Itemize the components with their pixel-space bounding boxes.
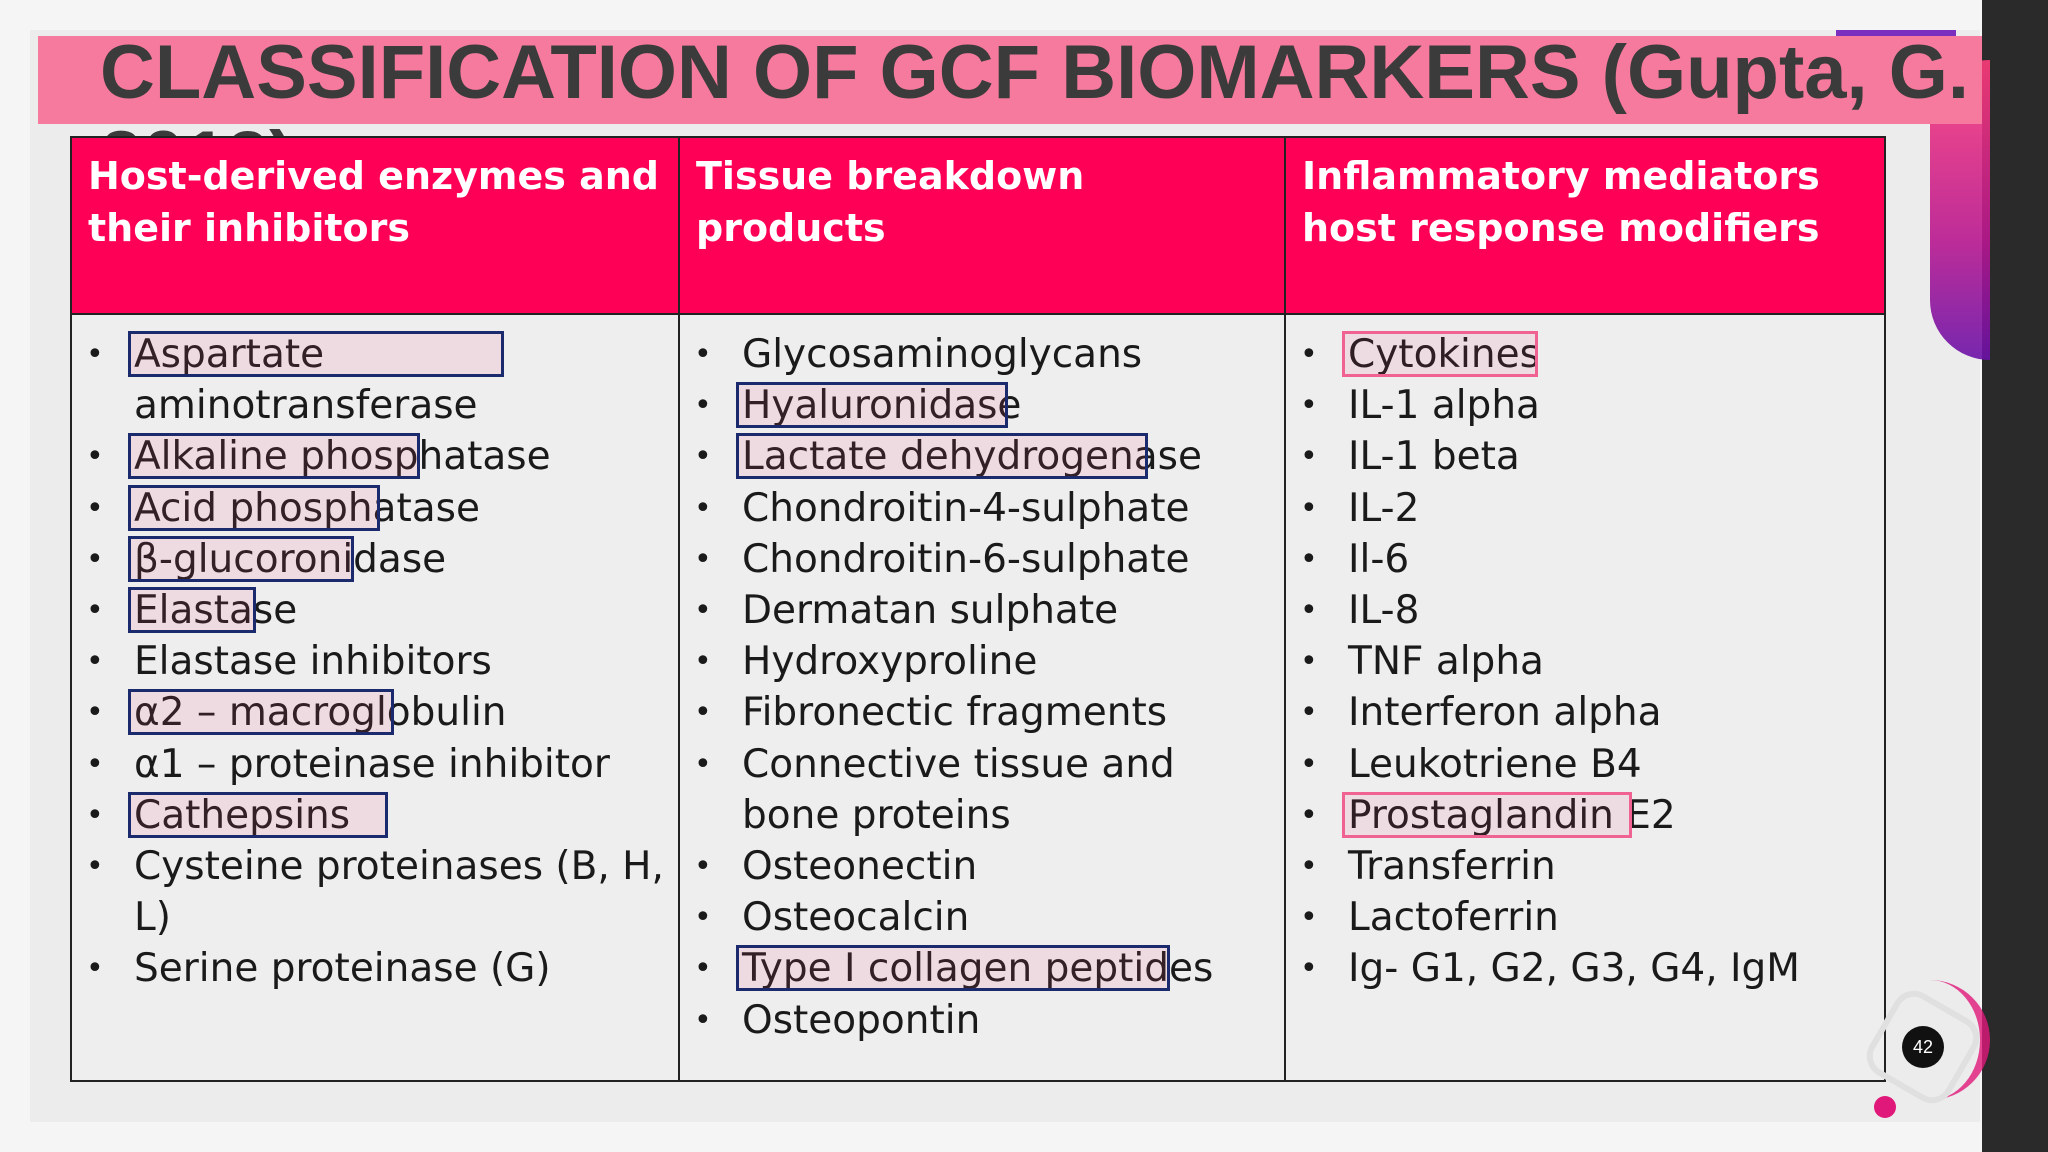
decorative-swirl	[1900, 980, 1990, 1100]
list-item: Osteocalcin	[680, 892, 1284, 943]
list-item: Osteopontin	[680, 995, 1284, 1046]
list-item: Elastase inhibitors	[72, 636, 678, 687]
column-tissue-breakdown: Tissue breakdown products Glycosaminogly…	[678, 138, 1284, 1080]
list-item: Alkaline phosphatase	[72, 431, 678, 482]
list-item: Lactate dehydrogenase	[680, 431, 1284, 482]
list-item: Osteonectin	[680, 841, 1284, 892]
item-list: Aspartate aminotransferase Alkaline phos…	[72, 315, 678, 995]
list-item: β-glucoronidase	[72, 534, 678, 585]
list-item: IL-2	[1286, 483, 1884, 534]
list-item: Hyaluronidase	[680, 380, 1284, 431]
list-item: Cathepsins	[72, 790, 678, 841]
list-item: Elastase	[72, 585, 678, 636]
list-item: Type I collagen peptides	[680, 943, 1284, 994]
list-item: IL-1 alpha	[1286, 380, 1884, 431]
column-host-enzymes: Host-derived enzymes and their inhibitor…	[72, 138, 678, 1080]
list-item: α1 – proteinase inhibitor	[72, 739, 678, 790]
list-item: α2 – macroglobulin	[72, 687, 678, 738]
list-item: Lactoferrin	[1286, 892, 1884, 943]
biomarker-table: Host-derived enzymes and their inhibitor…	[70, 136, 1886, 1082]
list-item: Dermatan sulphate	[680, 585, 1284, 636]
list-item: Chondroitin-4-sulphate	[680, 483, 1284, 534]
decorative-strip	[1836, 30, 1956, 38]
list-item: Chondroitin-6-sulphate	[680, 534, 1284, 585]
list-item: Fibronectic fragments	[680, 687, 1284, 738]
column-header: Inflammatory mediators host response mod…	[1286, 138, 1884, 315]
list-item: Ig- G1, G2, G3, G4, IgM	[1286, 943, 1884, 994]
list-item: Cytokines	[1286, 329, 1884, 380]
list-item: Cysteine proteinases (B, H, L)	[72, 841, 678, 943]
title-band	[38, 36, 1982, 124]
window-edge	[1982, 0, 2048, 1152]
list-item: Glycosaminoglycans	[680, 329, 1284, 380]
list-item: Leukotriene B4	[1286, 739, 1884, 790]
item-list: Glycosaminoglycans Hyaluronidase Lactate…	[680, 315, 1284, 1046]
list-item: Il-6	[1286, 534, 1884, 585]
list-item: Acid phosphatase	[72, 483, 678, 534]
list-item: Connective tissue and bone proteins	[680, 739, 1284, 841]
list-item: Serine proteinase (G)	[72, 943, 678, 994]
page-number: 42	[1902, 1026, 1944, 1068]
column-inflammatory-mediators: Inflammatory mediators host response mod…	[1284, 138, 1884, 1080]
list-item: TNF alpha	[1286, 636, 1884, 687]
list-item: Transferrin	[1286, 841, 1884, 892]
list-item: IL-8	[1286, 585, 1884, 636]
item-list: Cytokines IL-1 alpha IL-1 beta IL-2 Il-6…	[1286, 315, 1884, 995]
list-item: Hydroxyproline	[680, 636, 1284, 687]
decorative-dot	[1874, 1096, 1896, 1118]
list-item: Interferon alpha	[1286, 687, 1884, 738]
list-item: Aspartate aminotransferase	[72, 329, 678, 431]
column-header: Tissue breakdown products	[680, 138, 1284, 315]
list-item: IL-1 beta	[1286, 431, 1884, 482]
column-header: Host-derived enzymes and their inhibitor…	[72, 138, 678, 315]
list-item: Prostaglandin E2	[1286, 790, 1884, 841]
